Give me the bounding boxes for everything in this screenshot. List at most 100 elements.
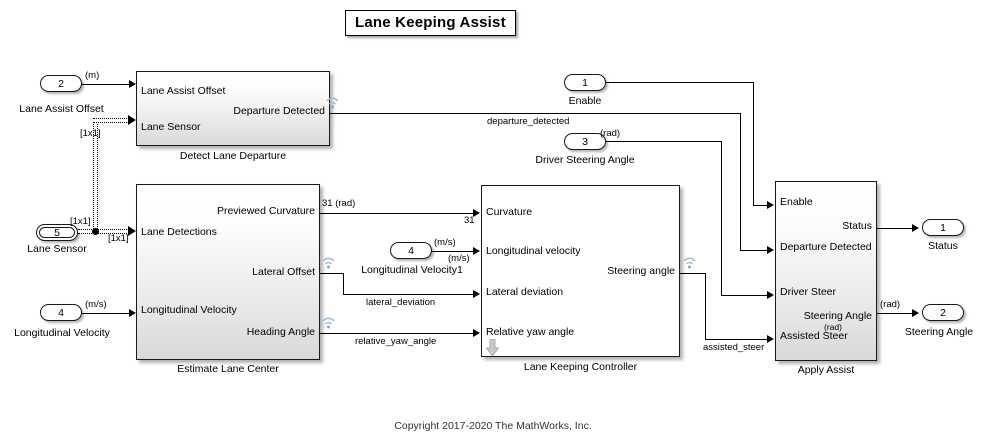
block-caption-lane-keeping-controller: Lane Keeping Controller: [523, 361, 638, 373]
block-caption-apply-assist: Apply Assist: [797, 364, 855, 376]
outport-caption-steering-angle: Steering Angle: [904, 326, 974, 338]
signal-label-vel-unit-in: (m/s): [448, 253, 470, 264]
wire-long-velocity-ctrl: [432, 251, 474, 252]
arrow-driver-steer: [767, 291, 774, 299]
port-out-steering-angle-ctrl: Steering angle: [607, 265, 675, 277]
wire-departure-detected-h: [330, 113, 740, 114]
signal-label-curvature-out: 31 (rad): [322, 198, 356, 209]
inport-longitudinal-velocity1[interactable]: 4: [390, 242, 432, 259]
wire-lateral-deviation-v: [343, 273, 344, 294]
inport-unit-lane-assist-offset: (m): [85, 70, 100, 81]
inport-longitudinal-velocity-number: 4: [58, 307, 64, 319]
inport-longitudinal-velocity[interactable]: 4: [40, 304, 82, 321]
bus-junction-lane-sensor: [92, 228, 99, 235]
port-out-steering-angle-unit: (rad): [824, 322, 842, 332]
inport-enable-number: 1: [582, 77, 588, 89]
port-out-steering-angle-assist: Steering Angle: [803, 310, 872, 322]
outport-caption-status: Status: [928, 240, 958, 252]
wire-departure-detected-h2: [740, 250, 768, 251]
signal-label-relative-yaw-angle: relative_yaw_angle: [355, 336, 437, 347]
inport-unit-longitudinal-velocity: (m/s): [85, 299, 107, 310]
port-out-heading-angle: Heading Angle: [246, 326, 315, 338]
bus-lane-sensor-riser: [93, 118, 98, 233]
port-in-lane-detections: Lane Detections: [141, 226, 217, 238]
outport-steering-angle[interactable]: 2: [922, 304, 964, 321]
port-in-relative-yaw-angle: Relative yaw angle: [486, 326, 575, 338]
wire-relative-yaw-angle: [320, 333, 474, 334]
wire-lane-assist-offset: [82, 84, 129, 85]
bus-lane-sensor-to-detect: [93, 118, 129, 123]
signal-label-lateral-deviation: lateral_deviation: [366, 297, 436, 308]
port-out-lateral-offset: Lateral Offset: [252, 266, 315, 278]
bus-lane-sensor-stub: [78, 229, 98, 234]
arrow-relative-yaw-angle: [473, 329, 480, 337]
inport-unit-longitudinal-velocity1: (m/s): [434, 237, 456, 248]
inport-caption-longitudinal-velocity: Longitudinal Velocity: [14, 327, 110, 339]
block-lane-keeping-controller[interactable]: [481, 185, 680, 357]
arrow-lateral-deviation: [473, 290, 480, 298]
outport-unit-steering-angle: (rad): [880, 299, 901, 310]
port-out-departure-detected: Departure Detected: [233, 105, 325, 117]
bus-arrow-lane-sensor-detect: [128, 115, 136, 125]
inport-caption-enable: Enable: [568, 95, 602, 107]
port-in-assisted-steer: Assisted Steer: [780, 330, 848, 342]
copyright-text: Copyright 2017-2020 The MathWorks, Inc.: [394, 420, 592, 432]
port-in-longitudinal-velocity: Longitudinal Velocity: [141, 304, 237, 316]
arrow-enable: [767, 201, 774, 209]
bus-dim-label-bot: [1x1]: [108, 233, 129, 244]
port-in-departure-detected: Departure Detected: [780, 241, 872, 253]
arrow-curvature: [473, 209, 480, 217]
inport-caption-lane-sensor: Lane Sensor: [27, 243, 87, 255]
port-in-lane-sensor: Lane Sensor: [141, 121, 201, 133]
inport-caption-longitudinal-velocity1: Longitudinal Velocity1: [361, 264, 463, 276]
signal-badge-heading-angle-icon: [321, 316, 336, 329]
outport-status[interactable]: 1: [922, 219, 964, 236]
arrow-steering-angle-out: [912, 309, 919, 317]
arrow-status: [912, 224, 919, 232]
inport-driver-steering-angle[interactable]: 3: [564, 133, 606, 150]
bus-dim-label-top: [1x1]: [80, 128, 101, 139]
wire-enable-v: [753, 82, 754, 205]
inport-enable[interactable]: 1: [564, 74, 606, 91]
signal-badge-lateral-offset-icon: [321, 256, 336, 269]
port-out-previewed-curvature: Previewed Curvature: [216, 205, 315, 217]
block-apply-assist[interactable]: [775, 181, 877, 361]
wire-status: [877, 228, 913, 229]
page-title: Lane Keeping Assist: [345, 10, 516, 36]
arrow-longitudinal-velocity: [129, 309, 136, 317]
block-estimate-lane-center[interactable]: [136, 184, 320, 360]
signal-label-departure-detected: departure_detected: [487, 116, 570, 127]
wire-longitudinal-velocity: [82, 313, 129, 314]
block-detect-lane-departure[interactable]: [136, 71, 330, 146]
port-in-driver-steer: Driver Steer: [780, 286, 837, 298]
inport-lane-sensor-number: 5: [54, 227, 60, 239]
wire-assisted-steer-h2: [705, 339, 768, 340]
inport-driver-steering-angle-number: 3: [582, 136, 588, 148]
port-out-status: Status: [842, 220, 872, 232]
bus-arrow-lane-sensor-estimate: [128, 226, 136, 236]
bus-dim-label-mid: [1x1]: [70, 216, 91, 227]
block-caption-estimate-lane-center: Estimate Lane Center: [177, 363, 279, 375]
inport-lane-assist-offset[interactable]: 2: [40, 75, 82, 92]
wire-steering-angle-out: [877, 313, 913, 314]
inport-unit-driver-steering-angle: (rad): [600, 128, 621, 139]
wire-driver-steer-h: [606, 141, 721, 142]
outport-steering-angle-number: 2: [940, 307, 946, 319]
signal-badge-departure-detected-icon: [325, 96, 340, 109]
port-in-enable: Enable: [780, 196, 813, 208]
arrow-long-velocity-ctrl: [473, 247, 480, 255]
arrow-lane-assist-offset: [129, 80, 136, 88]
inport-caption-driver-steering-angle: Driver Steering Angle: [535, 154, 635, 166]
inport-caption-lane-assist-offset: Lane Assist Offset: [19, 103, 104, 115]
wire-lateral-deviation-h1: [320, 273, 343, 274]
wire-enable-h: [606, 82, 753, 83]
outport-status-number: 1: [940, 222, 946, 234]
inport-lane-assist-offset-number: 2: [58, 78, 64, 90]
port-in-lane-assist-offset: Lane Assist Offset: [141, 85, 226, 97]
wire-curvature: [320, 213, 474, 214]
wire-assisted-steer-h1: [680, 273, 705, 274]
inport-lane-sensor[interactable]: 5: [36, 224, 78, 241]
block-caption-detect-lane-departure: Detect Lane Departure: [179, 150, 287, 162]
arrow-departure-detected: [767, 246, 774, 254]
